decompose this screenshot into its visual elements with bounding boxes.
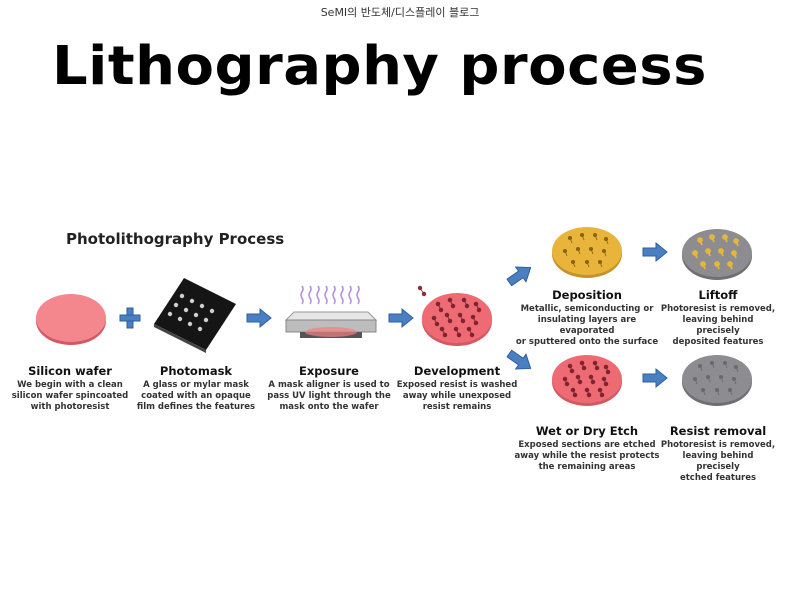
step-desc-line: with photoresist <box>30 402 110 412</box>
step-photomask: Photomask A glass or mylar mask coated w… <box>134 364 258 413</box>
step-desc-line: We begin with a clean <box>17 380 123 390</box>
page-title: Lithography process <box>52 35 707 98</box>
step-desc-line: pass UV light through the <box>267 391 391 401</box>
step-title: Resist removal <box>669 424 767 438</box>
blog-header: SeMI의 반도체/디스플레이 블로그 <box>320 6 480 19</box>
step-desc-line: A mask aligner is used to <box>268 380 390 390</box>
step-desc-line: Exposed resist is washed <box>396 380 518 390</box>
step-title: Wet or Dry Etch <box>535 424 639 438</box>
resist-removal-wafer-image <box>682 355 752 406</box>
step-deposition: Deposition Metallic, semiconducting or i… <box>512 288 662 348</box>
deposition-wafer-image <box>552 227 622 278</box>
step-desc-line: Exposed sections are etched <box>518 440 656 450</box>
step-title: Development <box>413 364 501 378</box>
step-desc-line: mask onto the wafer <box>279 402 379 412</box>
step-desc-line: resist remains <box>422 402 492 412</box>
step-liftoff: Liftoff Photoresist is removed, leaving … <box>660 288 776 348</box>
step-desc-line: Metallic, semiconducting or <box>520 304 654 314</box>
step-desc-line: away while unexposed <box>402 391 512 401</box>
step-desc-line: coated with an opaque <box>141 391 251 401</box>
plus-icon <box>119 307 141 329</box>
arrow-icon <box>642 367 668 389</box>
step-title: Deposition <box>552 288 622 302</box>
liftoff-wafer-image <box>682 229 752 280</box>
step-desc-line: film defines the features <box>136 402 256 412</box>
step-desc-line: deposited features <box>672 337 764 347</box>
step-wet-dry-etch: Wet or Dry Etch Exposed sections are etc… <box>512 424 662 473</box>
step-silicon-wafer: Silicon wafer We begin with a clean sili… <box>8 364 132 413</box>
step-development: Development Exposed resist is washed awa… <box>396 364 518 413</box>
step-desc-line: leaving behind precisely <box>682 451 754 472</box>
step-desc-line: insulating layers are evaporated <box>537 315 637 336</box>
step-desc-line: A glass or mylar mask <box>143 380 249 390</box>
step-title: Exposure <box>299 364 359 378</box>
step-desc-line: away while the resist protects <box>514 451 660 461</box>
arrow-up-right-icon <box>506 266 532 287</box>
diagram-title: Photolithography Process <box>66 230 285 248</box>
step-desc-line: silicon wafer spincoated <box>11 391 129 401</box>
step-desc-line: or sputtered onto the surface <box>515 337 659 347</box>
arrow-icon <box>246 307 272 329</box>
arrow-icon <box>642 241 668 263</box>
development-wafer-image <box>417 285 492 346</box>
step-title: Liftoff <box>698 288 738 302</box>
silicon-wafer-image <box>36 294 106 345</box>
arrow-icon <box>388 307 414 329</box>
step-desc-line: the remaining areas <box>538 462 636 472</box>
step-desc-line: etched features <box>679 473 757 483</box>
step-title: Photomask <box>159 364 233 378</box>
photomask-image <box>154 278 236 353</box>
arrow-down-right-icon <box>506 349 532 370</box>
step-exposure: Exposure A mask aligner is used to pass … <box>266 364 392 413</box>
step-desc-line: Photoresist is removed, <box>660 304 776 314</box>
step-title: Silicon wafer <box>28 364 112 378</box>
exposure-image <box>284 285 378 338</box>
etch-wafer-image <box>552 355 622 406</box>
step-resist-removal: Resist removal Photoresist is removed, l… <box>660 424 776 484</box>
step-desc-line: leaving behind precisely <box>682 315 754 336</box>
step-desc-line: Photoresist is removed, <box>660 440 776 450</box>
